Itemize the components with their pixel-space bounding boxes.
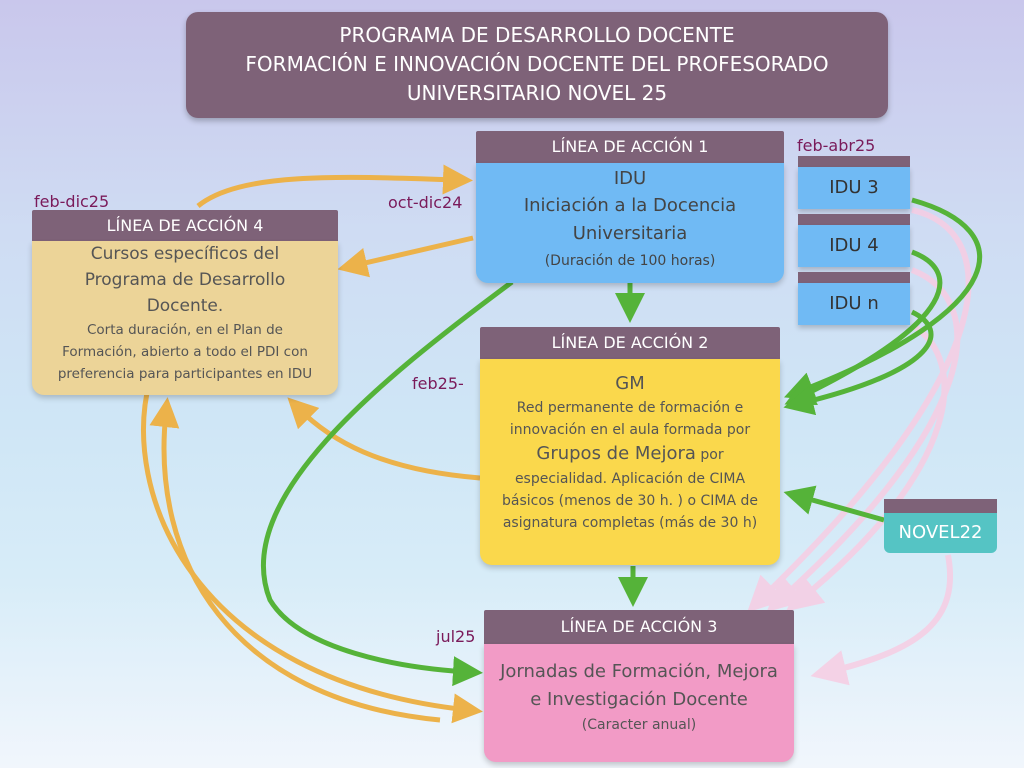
arrow-idun-to-linea2 [783,309,934,416]
linea2-desc-3-tail: por [695,447,724,463]
linea1-name: IDU [613,168,647,189]
linea1-box: IDU Iniciación a la Docencia Universitar… [476,163,784,283]
idu-group-date: feb-abr25 [797,136,876,155]
linea2-desc-1: Red permanente de formación e [516,400,744,416]
linea4-desc-6: preferencia para participantes en IDU [57,366,313,382]
linea1-duration: (Duración de 100 horas) [544,253,716,269]
arrow-novel22-to-linea2 [783,485,885,523]
idu4-header-strip [798,214,910,225]
arrow-linea3-to-linea4 [149,397,441,723]
title-line-1: PROGRAMA DE DESARROLLO DOCENTE [339,23,735,47]
linea2-name: GM [615,373,645,394]
arrow-linea4-to-linea3-a [141,379,483,724]
linea2-desc-3: Grupos de Mejora por [480,441,780,468]
linea1-desc-1: Iniciación a la Docencia [523,195,737,216]
linea3-date: jul25 [436,627,476,646]
linea4-desc-3: Docente. [146,296,224,316]
idun-header-strip [798,272,910,283]
linea4-header: LÍNEA DE ACCIÓN 4 [32,210,338,241]
linea3-desc-1: Jornadas de Formación, Mejora [500,661,778,682]
linea2-date: feb25- [412,374,464,393]
novel22-box: NOVEL22 [884,513,997,553]
program-title-banner: PROGRAMA DE DESARROLLO DOCENTE FORMACIÓN… [186,12,888,118]
arrow-linea1-to-linea4 [337,235,474,278]
linea2-desc-2: innovación en el aula formada por [509,422,751,438]
idu3-header-strip [798,156,910,167]
linea1-desc-2: Universitaria [572,223,688,244]
linea2-desc-5: básicos (menos de 30 h. ) o CIMA de [502,493,758,509]
idu3-box: IDU 3 [798,167,910,209]
linea4-desc-4: Corta duración, en el Plan de [86,322,283,338]
linea2-desc-3-highlight: Grupos de Mejora [536,443,696,464]
linea1-date: oct-dic24 [388,193,463,212]
arrow-idun-to-linea3 [786,322,948,612]
linea2-header: LÍNEA DE ACCIÓN 2 [480,327,780,359]
linea2-desc-4: especialidad. Aplicación de CIMA [514,471,746,487]
title-line-2: FORMACIÓN E INNOVACIÓN DOCENTE DEL PROFE… [245,52,829,76]
linea3-header: LÍNEA DE ACCIÓN 3 [484,610,794,644]
linea2-desc-6: asignatura completas (más de 30 h) [502,515,758,531]
novel22-header-strip [884,499,997,513]
linea4-date: feb-dic25 [34,192,110,211]
linea3-desc-3: (Caracter anual) [581,717,697,733]
title-line-3: UNIVERSITARIO NOVEL 25 [406,81,668,105]
idu4-box: IDU 4 [798,225,910,267]
linea3-box: Jornadas de Formación, Mejora e Investig… [484,644,794,762]
linea4-box: Cursos específicos del Programa de Desar… [32,241,338,395]
linea4-desc-2: Programa de Desarrollo [84,270,286,290]
linea4-desc-5: Formación, abierto a todo el PDI con [62,344,308,360]
linea1-header: LÍNEA DE ACCIÓN 1 [476,131,784,163]
linea3-desc-2: e Investigación Docente [530,689,748,710]
arrow-linea2-to-linea4 [287,397,481,481]
linea2-box: GM Red permanente de formación e innovac… [480,359,780,565]
linea4-desc-1: Cursos específicos del [90,244,280,264]
arrow-novel22-to-linea3 [810,554,954,686]
idun-box: IDU n [798,283,910,325]
